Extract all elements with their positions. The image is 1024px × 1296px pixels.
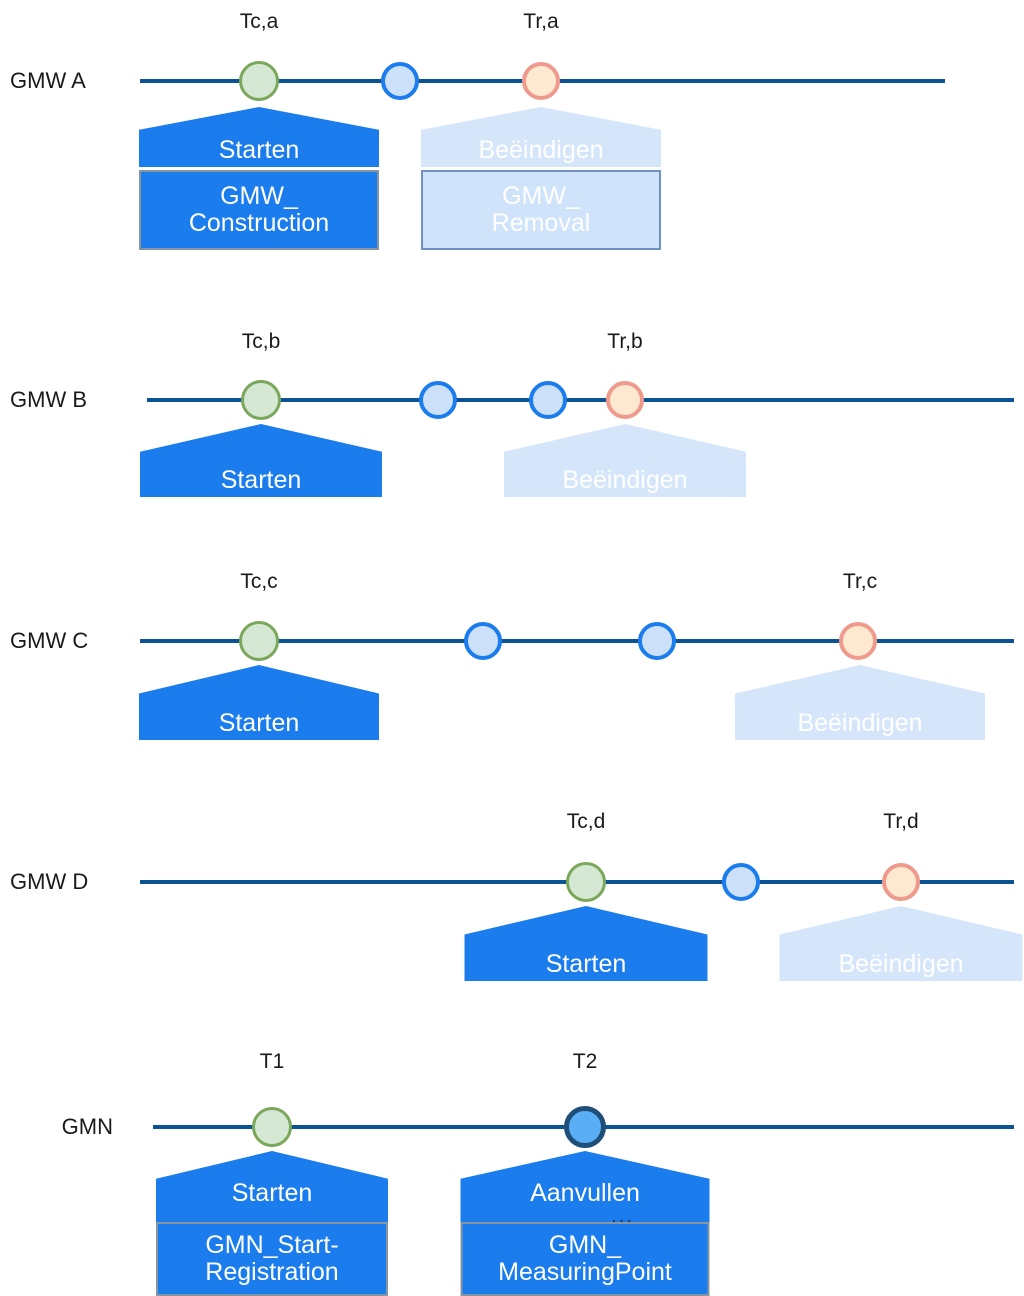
- tick-label-tc-b: Tc,b: [241, 330, 281, 353]
- marker-removal-gmw-d[interactable]: [882, 863, 920, 901]
- banner-label: Aanvullen: [530, 1179, 640, 1207]
- marker-event-gmw-a-1[interactable]: [381, 62, 419, 100]
- regbox-gmn-startregistration[interactable]: GMN_Start- Registration: [156, 1222, 388, 1296]
- marker-construction-gmw-d[interactable]: [566, 862, 606, 902]
- tick-label-tc-a: Tc,a: [239, 10, 279, 33]
- banner-label: Starten: [220, 466, 302, 494]
- banner-starten-gmw-c[interactable]: Starten: [139, 665, 379, 740]
- banner-label: Starten: [231, 1179, 313, 1207]
- tick-label-tr-b: Tr,b: [607, 330, 643, 353]
- regbox-gmw-removal[interactable]: GMW_ Removal: [421, 170, 661, 250]
- banner-label: Starten: [218, 709, 300, 737]
- tick-label-tr-a: Tr,a: [523, 10, 559, 33]
- marker-construction-gmw-b[interactable]: [241, 380, 281, 420]
- banner-beeindigen-gmw-d[interactable]: Beëindigen: [779, 906, 1023, 981]
- row-label-gmw-d: GMW D: [10, 869, 89, 894]
- banner-starten-gmw-d[interactable]: Starten: [464, 906, 708, 981]
- regbox-gmw-construction[interactable]: GMW_ Construction: [139, 170, 379, 250]
- banner-label: Starten: [218, 136, 300, 164]
- tick-label-tr-d: Tr,d: [883, 810, 919, 833]
- marker-event-gmw-b-1[interactable]: [419, 381, 457, 419]
- marker-construction-gmw-a[interactable]: [239, 61, 279, 101]
- tick-label-t2: T2: [572, 1050, 598, 1073]
- banner-starten-gmw-b[interactable]: Starten: [140, 424, 382, 497]
- marker-startregistration-gmn[interactable]: [252, 1107, 292, 1147]
- tick-label-tr-c: Tr,c: [842, 570, 878, 593]
- marker-removal-gmw-c[interactable]: [839, 622, 877, 660]
- banner-aanvullen-gmn[interactable]: Aanvullen ...: [460, 1151, 710, 1227]
- row-label-gmn: GMN: [61, 1114, 113, 1139]
- timeline-axis-gmw-c: [140, 639, 1014, 643]
- tick-label-tc-c: Tc,c: [240, 570, 278, 593]
- regbox-gmn-measuringpoint[interactable]: GMN_ MeasuringPoint: [460, 1222, 710, 1296]
- tick-label-tc-d: Tc,d: [566, 810, 606, 833]
- banner-beeindigen-gmw-c[interactable]: Beëindigen: [735, 665, 985, 740]
- row-label-gmw-b: GMW B: [10, 387, 87, 412]
- banner-label: Starten: [545, 950, 627, 978]
- banner-label: Beëindigen: [838, 950, 964, 978]
- row-label-gmw-c: GMW C: [10, 628, 89, 653]
- tick-label-t1: T1: [259, 1050, 285, 1073]
- banner-starten-gmw-a[interactable]: Starten: [139, 107, 379, 167]
- ellipsis-indicator: ...: [611, 1205, 634, 1227]
- banner-label: Beëindigen: [478, 136, 604, 164]
- banner-label: Beëindigen: [562, 466, 688, 494]
- banner-label: Beëindigen: [797, 709, 923, 737]
- marker-removal-gmw-b[interactable]: [606, 381, 644, 419]
- row-label-gmw-a: GMW A: [10, 68, 86, 93]
- marker-event-gmw-c-1[interactable]: [464, 622, 502, 660]
- marker-event-gmw-b-2[interactable]: [529, 381, 567, 419]
- marker-event-gmw-d-1[interactable]: [722, 863, 760, 901]
- timeline-axis-gmw-b: [147, 398, 1014, 402]
- banner-beeindigen-gmw-a[interactable]: Beëindigen: [421, 107, 661, 167]
- marker-measuringpoint-gmn[interactable]: [564, 1106, 606, 1148]
- marker-removal-gmw-a[interactable]: [522, 62, 560, 100]
- banner-starten-gmn[interactable]: Starten: [156, 1151, 388, 1224]
- marker-construction-gmw-c[interactable]: [239, 621, 279, 661]
- marker-event-gmw-c-2[interactable]: [638, 622, 676, 660]
- banner-beeindigen-gmw-b[interactable]: Beëindigen: [504, 424, 746, 497]
